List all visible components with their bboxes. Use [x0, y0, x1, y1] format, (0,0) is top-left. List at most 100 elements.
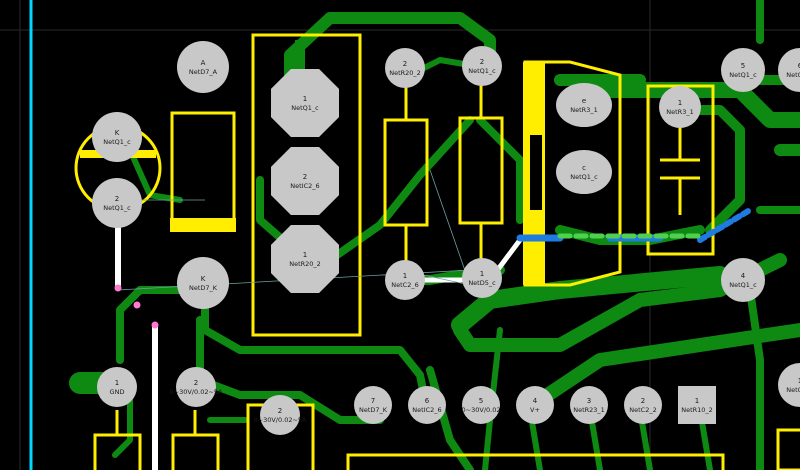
pad-number: 2 — [303, 173, 307, 181]
pad-shape[interactable] — [678, 386, 716, 424]
pad-shape[interactable] — [462, 46, 502, 86]
pad-number: 5 — [741, 62, 745, 70]
silk-conn4 — [776, 428, 800, 470]
pad-shape[interactable] — [177, 257, 229, 309]
pad-shape[interactable] — [385, 260, 425, 300]
pad-shape[interactable] — [721, 258, 765, 302]
pad-net-label: NetQ1_c — [103, 204, 131, 212]
pad-net-label: NetIC2_6 — [290, 182, 319, 190]
pad-shape[interactable] — [462, 386, 500, 424]
pad-number: e — [582, 97, 586, 105]
pad-shape[interactable] — [176, 367, 216, 407]
silk-header — [346, 453, 725, 470]
trace-low1 — [451, 266, 729, 334]
pad-number: 3 — [587, 397, 591, 405]
pad-net-label: NetQ1_c — [786, 386, 800, 394]
via-marker[interactable] — [151, 321, 159, 329]
pad-shape[interactable] — [408, 386, 446, 424]
pad-shape[interactable] — [659, 86, 701, 128]
trace-l2 — [116, 286, 204, 364]
pad-shape[interactable] — [271, 147, 339, 215]
pad-net-label: NetC2_2 — [629, 406, 656, 414]
pad-number: K — [201, 275, 206, 283]
pad-shape[interactable] — [354, 386, 392, 424]
pad-number: K — [115, 129, 120, 137]
pad-h4[interactable]: 4V+ — [516, 386, 554, 424]
pad-number: 2 — [115, 195, 119, 203]
pads-layer[interactable]: ANetD7_AKNetD7_KKNetQ1_c2NetQ1_c1NetQ1_c… — [92, 41, 800, 435]
pad-net-label: NetQ1_c — [468, 67, 496, 75]
pad-shape[interactable] — [92, 112, 142, 162]
pad-net-label: 0~30V/0.02~5A — [170, 388, 224, 396]
pad-shape[interactable] — [556, 150, 612, 194]
via-marker[interactable] — [114, 284, 122, 292]
pad-shape[interactable] — [271, 225, 339, 293]
pad-030a[interactable]: 20~30V/0.02~5A — [170, 367, 224, 407]
silk-ic2 — [251, 33, 362, 337]
pad-shape[interactable] — [260, 395, 300, 435]
pad-net-label: 0~30V/0.02 — [462, 406, 501, 414]
pad-h5[interactable]: 50~30V/0.02 — [462, 386, 501, 424]
pad-number: 4 — [741, 272, 746, 280]
pad-net-label: NetR10_2 — [681, 406, 713, 414]
pad-number: 1 — [480, 270, 484, 278]
pad-shape[interactable] — [271, 69, 339, 137]
pad-net-label: GND — [110, 388, 125, 396]
pad-net-label: NetQ1_c — [786, 71, 800, 79]
pad-number: A — [201, 59, 206, 67]
pad-net-label: V+ — [530, 406, 540, 414]
pad-shape[interactable] — [624, 386, 662, 424]
pad-number: 4 — [533, 397, 538, 405]
pad-net-label: NetR3_1 — [666, 108, 693, 116]
pad-shape[interactable] — [97, 367, 137, 407]
pad-shape[interactable] — [721, 48, 765, 92]
pad-net-label: NetD5_c — [468, 279, 496, 287]
trace-highlight-3 — [697, 207, 753, 243]
pad-shape[interactable] — [92, 178, 142, 228]
pad-number: 1 — [798, 377, 800, 385]
pad-shape[interactable] — [177, 41, 229, 93]
pad-shape[interactable] — [778, 363, 800, 407]
pad-030b[interactable]: 20~30V/0.02~5A — [254, 395, 308, 435]
pad-number: 5 — [479, 397, 483, 405]
pad-net-label: NetQ1_c — [103, 138, 131, 146]
trace-low3 — [533, 323, 800, 407]
trace-l1 — [201, 286, 429, 404]
pad-number: 1 — [678, 99, 682, 107]
pad-net-label: NetR20_2 — [289, 260, 321, 268]
pad-shape[interactable] — [385, 48, 425, 88]
via-marker[interactable] — [133, 301, 141, 309]
pad-shape[interactable] — [570, 386, 608, 424]
pad-number: 1 — [303, 251, 307, 259]
pad-shape[interactable] — [462, 258, 502, 298]
pad-shape[interactable] — [516, 386, 554, 424]
pad-shape[interactable] — [556, 83, 612, 127]
pad-shape[interactable] — [778, 48, 800, 92]
pad-net-label: NetR20_2 — [389, 69, 421, 77]
pad-q1c6[interactable]: 6NetQ1_c — [778, 48, 800, 92]
